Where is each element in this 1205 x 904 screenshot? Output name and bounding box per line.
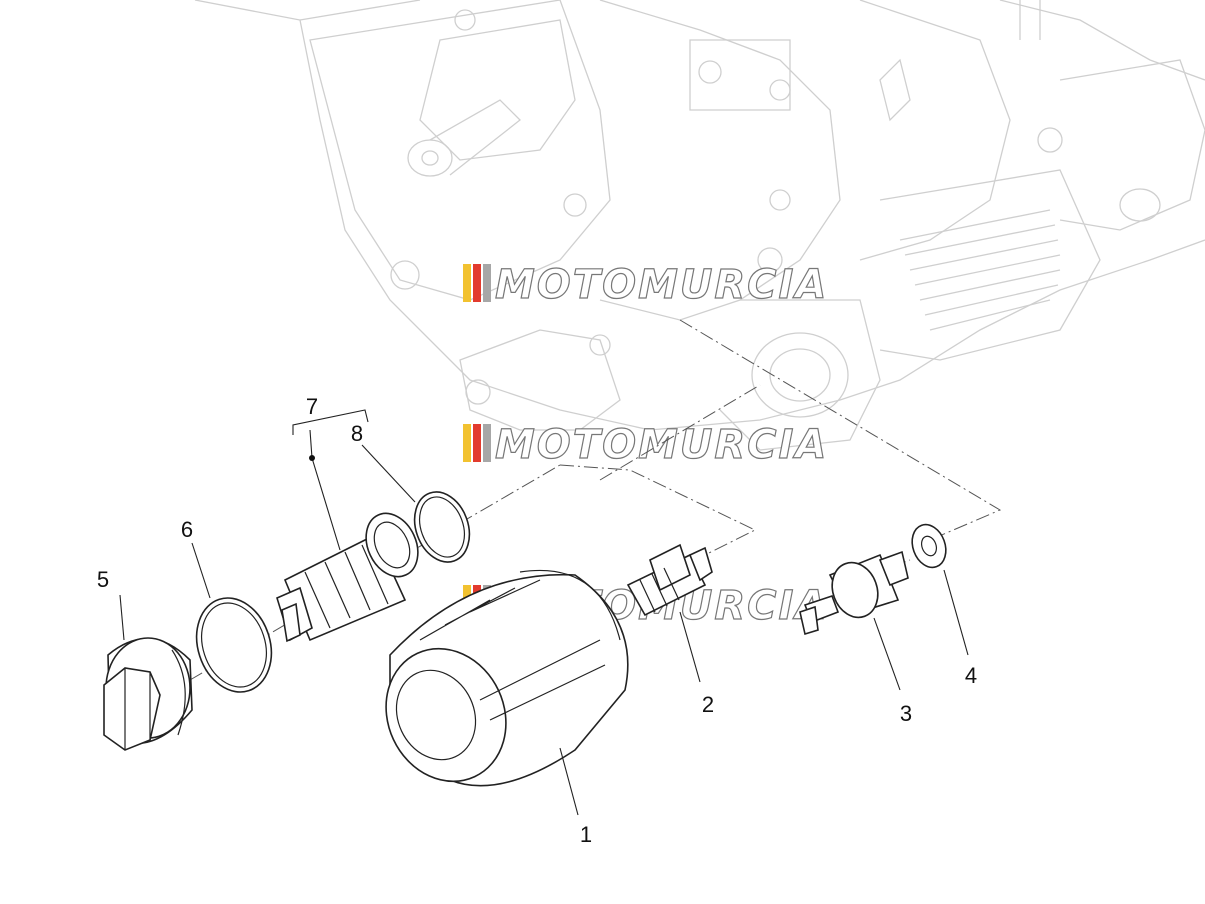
svg-text:MOTOMURCIA: MOTOMURCIA [495, 262, 828, 308]
o-ring [195, 597, 273, 693]
sealing-washer [911, 523, 947, 569]
callout-5: 5 [97, 567, 109, 592]
callout-4: 4 [965, 663, 977, 688]
callout-labels: 1 2 3 4 5 6 7 8 [97, 394, 977, 847]
callout-7: 7 [306, 394, 318, 419]
callout-6: 6 [181, 517, 193, 542]
drain-plug [103, 637, 193, 751]
oil-filter-cartridge [385, 569, 629, 787]
assembly-dot [309, 455, 315, 461]
mesh-strainer [276, 512, 419, 643]
svg-text:MOTOMURCIA: MOTOMURCIA [495, 422, 828, 468]
oil-pressure-sensor [799, 550, 909, 636]
watermark-logo: MOTOMURCIA [463, 421, 828, 469]
callout-2: 2 [702, 692, 714, 717]
engine-block-outline [194, 0, 1205, 451]
callout-8: 8 [351, 421, 363, 446]
callout-3: 3 [900, 701, 912, 726]
oil-filter-nipple [626, 543, 713, 617]
callout-1: 1 [580, 822, 592, 847]
o-ring [413, 491, 471, 563]
watermark-logo: MOTOMURCIA [463, 261, 828, 309]
